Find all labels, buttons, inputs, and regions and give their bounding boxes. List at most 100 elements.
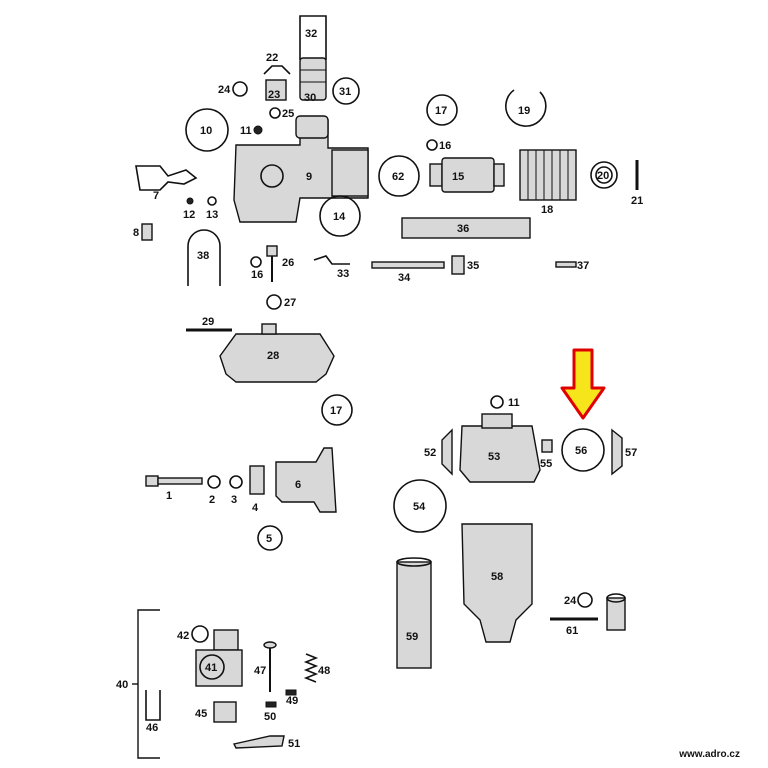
part-2-ring: 2 [207, 475, 221, 506]
label-19: 19 [518, 105, 530, 117]
part-54-ring: 54 [393, 479, 447, 533]
label-16b: 16 [251, 269, 263, 281]
part-17-ring-top: 17 [426, 94, 458, 126]
part-53-cover: 53 [459, 413, 541, 483]
part-14-ring: 14 [319, 195, 361, 237]
label-1: 1 [166, 490, 172, 502]
part-24-ring-top: 24 [218, 81, 248, 97]
label-13: 13 [206, 209, 218, 221]
label-51: 51 [288, 738, 300, 750]
part-58-housing: 58 [461, 523, 533, 643]
label-28: 28 [267, 350, 279, 362]
part-24-ring-lower: 24 [564, 592, 593, 608]
part-28-bowl: 28 [219, 323, 335, 383]
part-7-lever: 7 [135, 165, 198, 202]
part-26-pin: 26 [266, 245, 294, 282]
part-45-nut: 45 [195, 701, 237, 723]
part-51-lever: 51 [232, 735, 300, 750]
label-3: 3 [231, 494, 237, 506]
label-36: 36 [457, 223, 469, 235]
part-34-rod: 34 [371, 261, 445, 284]
label-6: 6 [295, 479, 301, 491]
part-5-ring: 5 [257, 525, 283, 551]
part-32-clip: 32 [299, 15, 327, 60]
label-27: 27 [284, 297, 296, 309]
part-25-washer: 25 [269, 107, 294, 120]
label-11a: 11 [240, 125, 252, 137]
part-59-filter: 59 [396, 557, 432, 669]
label-31: 31 [339, 86, 351, 98]
label-14: 14 [333, 211, 346, 223]
label-61: 61 [566, 625, 578, 637]
part-11-screw-top: 11 [240, 125, 263, 137]
label-24a: 24 [218, 84, 231, 96]
part-12-washer: 12 [183, 197, 195, 221]
label-34: 34 [398, 272, 411, 284]
part-41-pump: 41 [195, 629, 243, 687]
label-55: 55 [540, 458, 552, 470]
part-52-seal: 52 [424, 428, 453, 476]
part-16-washer-top: 16 [426, 139, 451, 152]
highlight-arrow-icon [560, 348, 606, 420]
label-35: 35 [467, 260, 479, 272]
label-59: 59 [406, 631, 418, 643]
part-11-screw-lower: 11 [490, 395, 520, 409]
part-60-valve [606, 593, 626, 631]
part-15-sleeve: 15 [429, 157, 505, 193]
label-22: 22 [266, 52, 278, 64]
label-17b: 17 [330, 405, 342, 417]
part-38-u-bolt: 38 [187, 229, 221, 286]
label-18: 18 [541, 204, 553, 216]
label-45: 45 [195, 708, 207, 720]
part-16-washer-lower: 16 [250, 256, 263, 281]
part-10-ring: 10 [185, 108, 229, 152]
label-38: 38 [197, 250, 209, 262]
label-58: 58 [491, 571, 503, 583]
label-5: 5 [266, 533, 272, 545]
label-42: 42 [177, 630, 189, 642]
label-53: 53 [488, 451, 500, 463]
part-21-pin: 21 [631, 160, 643, 207]
part-20-ring: 20 [590, 161, 618, 189]
part-29-bar: 29 [186, 316, 232, 332]
label-17a: 17 [435, 105, 447, 117]
part-57-seal: 57 [611, 428, 637, 476]
part-22-23-valve: 22 23 [263, 52, 291, 101]
part-42-ring: 42 [177, 625, 209, 643]
label-50: 50 [264, 711, 276, 723]
label-7: 7 [153, 190, 159, 202]
label-54: 54 [413, 501, 426, 513]
label-32: 32 [305, 28, 317, 40]
part-27-ring: 27 [266, 294, 296, 310]
part-36-strip: 36 [401, 217, 531, 239]
part-31-ring: 31 [332, 77, 360, 105]
label-29: 29 [202, 316, 214, 328]
label-24b: 24 [564, 595, 577, 607]
part-17-ring-lower: 17 [321, 394, 353, 426]
part-55-clip: 55 [540, 439, 553, 470]
label-25: 25 [282, 108, 294, 120]
label-26: 26 [282, 257, 294, 269]
part-3-ring: 3 [229, 475, 243, 506]
label-23: 23 [268, 89, 280, 101]
label-15: 15 [452, 171, 464, 183]
part-50-washer: 50 [264, 701, 277, 723]
part-46-clip: 46 [145, 690, 161, 734]
part-30-cylinder: 30 [299, 57, 327, 104]
label-12: 12 [183, 209, 195, 221]
label-48: 48 [318, 665, 330, 677]
part-6-housing: 6 [275, 447, 337, 513]
part-61-rod: 61 [550, 617, 598, 637]
label-56: 56 [575, 445, 587, 457]
label-49: 49 [286, 695, 298, 707]
label-57: 57 [625, 447, 637, 459]
watermark: www.adro.cz [679, 749, 740, 760]
label-40: 40 [116, 679, 128, 691]
label-4: 4 [252, 502, 259, 514]
label-33: 33 [337, 268, 349, 280]
label-11b: 11 [508, 397, 520, 409]
part-48-spring: 48 [303, 653, 330, 683]
label-16a: 16 [439, 140, 451, 152]
part-49-disc: 49 [285, 689, 298, 707]
